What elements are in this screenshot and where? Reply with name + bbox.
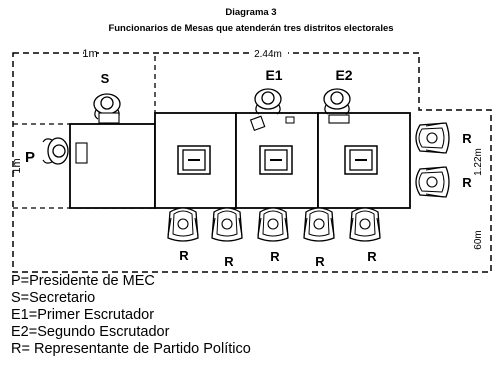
seat-label-first-teller: E1 [265, 67, 282, 83]
president-seat [42, 137, 88, 165]
first-teller-seat [249, 88, 295, 132]
seat-label-rep-3: R [270, 249, 280, 264]
legend-item: P=Presidente de MEC [11, 273, 155, 289]
seat-label-right-rep-2: R [462, 175, 472, 190]
seat-label-rep-4: R [315, 254, 325, 269]
diagram-number: Diagrama 3 [225, 7, 277, 18]
seat-label-president: P [25, 149, 35, 166]
table-president [69, 123, 156, 209]
bottom-representative-chairs [167, 207, 381, 242]
seat-label-rep-1: R [179, 248, 189, 263]
measure-top-left: 1m [82, 48, 97, 60]
measure-right-height: 1.22m [473, 148, 484, 176]
second-teller-seat [323, 88, 351, 124]
room-boundary [12, 52, 492, 273]
seat-label-rep-2: R [224, 254, 234, 269]
seat-label-rep-5: R [367, 249, 377, 264]
measure-left: 1m [11, 158, 23, 173]
legend-item: S=Secretario [11, 290, 96, 306]
seat-label-secretary: S [101, 71, 110, 86]
seat-label-second-teller: E2 [335, 67, 352, 83]
ballot-box-3 [344, 145, 378, 175]
legend-item: E2=Segundo Escrutador [11, 324, 170, 340]
legend-item: E1=Primer Escrutador [11, 307, 155, 323]
legend-item: R= Representante de Partido Político [11, 341, 251, 357]
legend: P=Presidente de MEC S=Secretario E1=Prim… [11, 273, 251, 358]
right-representative-chairs [415, 122, 450, 198]
diagram-title: Funcionarios de Mesas que atenderán tres… [108, 23, 394, 34]
secretary-seat [93, 93, 121, 124]
seat-label-right-rep-1: R [462, 131, 472, 146]
ballot-box-1 [177, 145, 211, 175]
measure-right-bottom: 60m [473, 230, 484, 249]
ballot-box-2 [259, 145, 293, 175]
measure-top-width: 2.44m [254, 49, 282, 60]
